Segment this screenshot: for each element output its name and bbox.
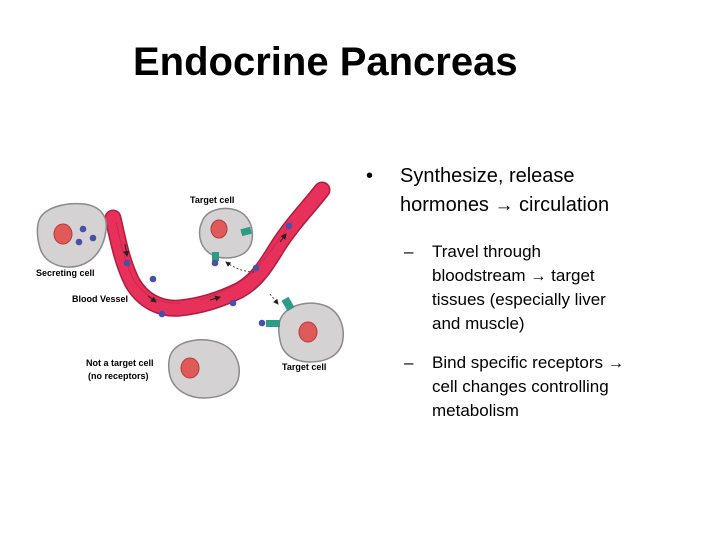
bullet-list: • Synthesize, release hormones → circula… xyxy=(366,162,706,423)
label-blood-vessel: Blood Vessel xyxy=(72,294,128,304)
slide-title: Endocrine Pancreas xyxy=(133,40,518,84)
sub-bullet-line: Bind specific receptors → xyxy=(432,351,706,375)
sub-bullet-line: cell changes controlling xyxy=(432,377,609,396)
sub-bullet-line: tissues (especially liver xyxy=(432,290,606,309)
arrow-icon: → xyxy=(494,195,514,216)
sub-bullet-bind: – Bind specific receptors → cell changes… xyxy=(366,351,706,423)
bullet-text: hormones xyxy=(400,194,495,216)
label-not-target-cell: Not a target cell xyxy=(86,358,154,368)
target-cell-bottom xyxy=(258,293,344,363)
non-target-cell xyxy=(167,339,240,399)
target-cell-top xyxy=(198,207,255,273)
label-target-cell-top: Target cell xyxy=(190,195,234,205)
label-target-cell-bottom: Target cell xyxy=(282,362,326,372)
bullet-synthesize: • Synthesize, release hormones → circula… xyxy=(366,162,706,220)
bullet-line: hormones → circulation xyxy=(400,191,706,220)
sub-bullet-marker: – xyxy=(404,353,414,372)
bullet-text: circulation xyxy=(513,194,610,216)
sub-bullet-line: metabolism xyxy=(432,401,519,420)
label-no-receptors: (no receptors) xyxy=(88,371,149,381)
sub-bullet-marker: – xyxy=(404,242,414,261)
sub-bullet-text: target xyxy=(546,266,595,285)
bullet-line: Synthesize, release xyxy=(400,165,575,187)
sub-bullet-text: bloodstream xyxy=(432,266,531,285)
sub-bullet-line: Travel through xyxy=(432,242,541,261)
arrow-icon: → xyxy=(607,354,624,372)
secreting-cell xyxy=(36,202,108,268)
sub-bullet-travel: – Travel through bloodstream → target ti… xyxy=(366,240,706,336)
arrow-icon: → xyxy=(530,267,547,285)
hormones-in-vessel xyxy=(123,222,293,318)
sub-bullet-line: bloodstream → target xyxy=(432,264,706,288)
sub-bullet-line: and muscle) xyxy=(432,314,525,333)
label-secreting-cell: Secreting cell xyxy=(36,268,95,278)
sub-bullet-text: Bind specific receptors xyxy=(432,353,608,372)
bullet-marker: • xyxy=(366,165,374,187)
blood-vessel xyxy=(104,181,331,317)
